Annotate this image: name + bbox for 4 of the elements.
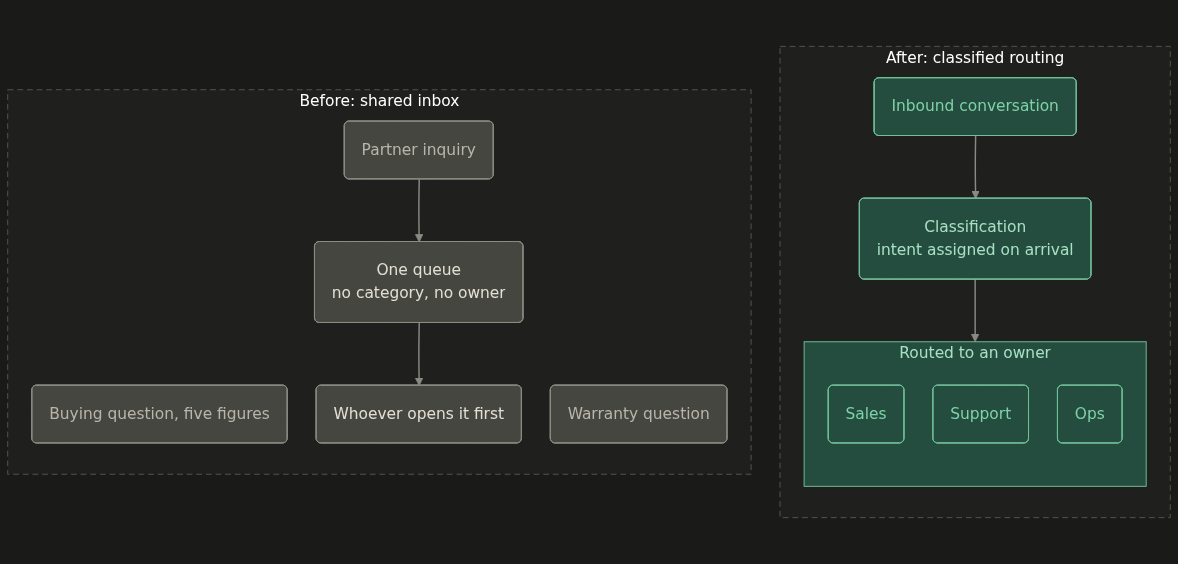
arrow bbox=[414, 322, 424, 386]
arrow bbox=[971, 135, 980, 199]
arrow bbox=[414, 178, 424, 243]
arrow bbox=[970, 278, 980, 343]
